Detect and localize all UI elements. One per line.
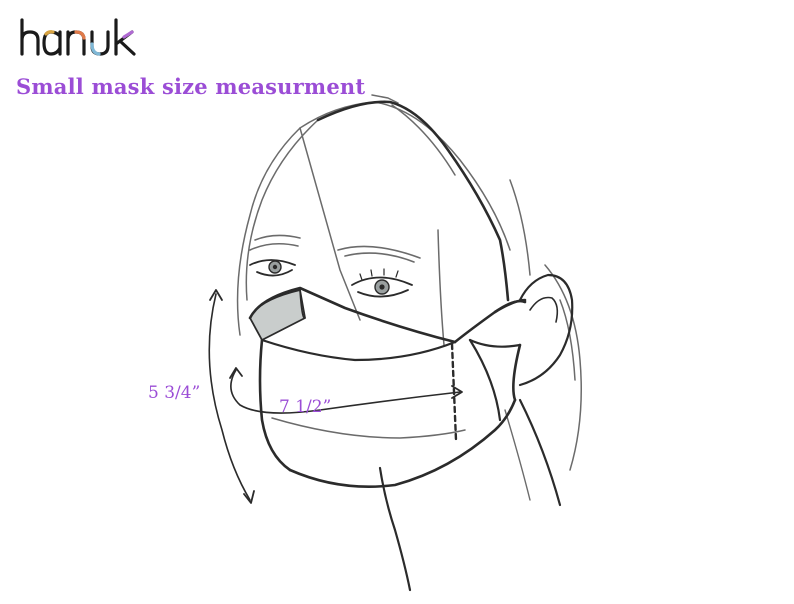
ear [520, 275, 572, 385]
height-measurement-label: 5 3/4” [148, 383, 200, 403]
width-measurement-arrow [230, 368, 462, 413]
head-back-line [318, 102, 508, 300]
right-eye [352, 269, 412, 297]
width-measurement-label: 7 1/2” [279, 397, 331, 417]
left-eye [250, 260, 295, 276]
eyebrows [250, 235, 420, 262]
height-measurement-arrow [209, 290, 254, 503]
neck-outline [380, 400, 560, 590]
mask-inner-fold [250, 290, 305, 340]
face-mask [250, 288, 525, 487]
